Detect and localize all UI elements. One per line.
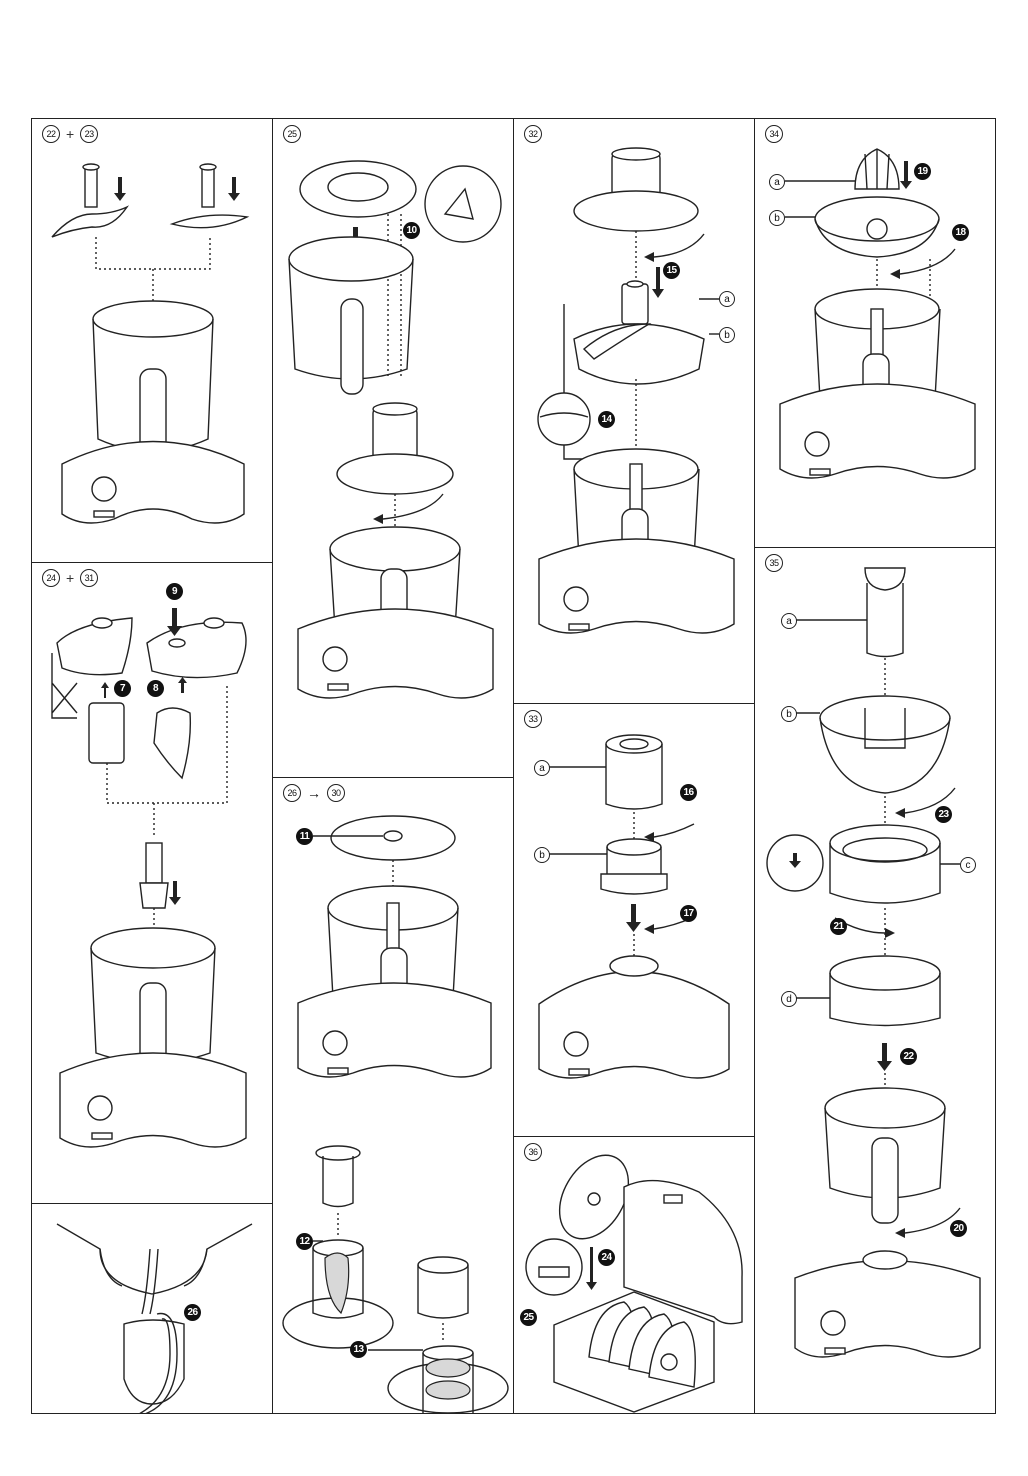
callout-9: 9: [166, 583, 183, 600]
step-number: 22: [42, 125, 60, 143]
panel-label: 32: [524, 125, 542, 143]
part-label-a: a: [534, 760, 550, 776]
callout-20: 20: [950, 1220, 967, 1237]
step-number: 34: [765, 125, 783, 143]
step-number: 23: [80, 125, 99, 143]
panel-24-31: 24 + 31 9 7 8: [31, 562, 273, 1204]
callout-15: 15: [663, 262, 680, 279]
panel-label: 36: [524, 1143, 542, 1161]
lid-and-bowl-drawing: [288, 160, 502, 699]
step-number: 31: [80, 569, 99, 587]
callout-7: 7: [114, 680, 131, 697]
panel-22-23: 22 + 23: [31, 118, 273, 563]
spiralizer-assembly-drawing: [538, 734, 730, 1079]
step-number: 36: [524, 1143, 542, 1161]
callout-26: 26: [184, 1304, 201, 1321]
plus-sign: +: [66, 126, 75, 142]
callout-25: 25: [520, 1309, 537, 1326]
to-arrow: →: [307, 785, 321, 801]
part-label-a: a: [769, 174, 785, 190]
callout-21: 21: [830, 918, 847, 935]
part-label-b: b: [534, 847, 550, 863]
part-label-b: b: [769, 210, 785, 226]
callout-13: 13: [350, 1341, 367, 1358]
part-label-c: c: [960, 857, 976, 873]
panel-cord-storage: 26: [31, 1203, 273, 1414]
plus-sign: +: [66, 570, 75, 586]
panel-label: 33: [524, 710, 542, 728]
panel-33: 33 a b 16 17: [513, 703, 755, 1137]
step-number: 26: [283, 784, 301, 802]
step-number: 25: [283, 125, 301, 143]
blender-attachment-drawing: [51, 608, 247, 1148]
callout-24: 24: [598, 1249, 615, 1266]
plug-icon: [123, 1319, 185, 1405]
disc-storage-box-drawing: [525, 1154, 743, 1413]
slicing-disc-and-pusher-drawing: [282, 815, 509, 1413]
panel-35: 35 a b c d: [754, 547, 996, 1414]
callout-22: 22: [900, 1048, 917, 1065]
part-label-a: a: [781, 613, 797, 629]
step-number: 32: [524, 125, 542, 143]
callout-23: 23: [935, 806, 952, 823]
step-number: 35: [765, 554, 783, 572]
panel-label: 24 + 31: [42, 569, 99, 587]
part-label-d: d: [781, 991, 797, 1007]
callout-19: 19: [914, 163, 931, 180]
part-label-b: b: [781, 706, 797, 722]
panel-label: 34: [765, 125, 783, 143]
detail-magnifier: [424, 165, 502, 243]
panel-36: 36 24 25: [513, 1136, 755, 1414]
step-number: 24: [42, 569, 60, 587]
panel-label: 35: [765, 554, 783, 572]
citrus-press-assembly-drawing: [779, 148, 976, 479]
callout-16: 16: [680, 784, 697, 801]
panel-label: 25: [283, 125, 301, 143]
detail-magnifier: [537, 392, 591, 446]
mini-chopper-assembly-drawing: [537, 147, 735, 634]
dough-tool-icon: [169, 163, 250, 229]
callout-8: 8: [147, 680, 164, 697]
callout-12: 12: [296, 1233, 313, 1250]
juicer-assembly-drawing: [766, 567, 981, 1358]
panel-26-30: 26 → 30 11 12 13: [272, 777, 514, 1414]
step-number: 30: [327, 784, 345, 802]
callout-10: 10: [403, 222, 420, 239]
panel-34: 34 a b 19 18: [754, 118, 996, 548]
panel-label: 26 → 30: [283, 784, 345, 802]
part-label-b: b: [719, 327, 735, 343]
panel-label: 22 + 23: [42, 125, 99, 143]
callout-18: 18: [952, 224, 969, 241]
part-label-a: a: [719, 291, 735, 307]
callout-14: 14: [598, 411, 615, 428]
knife-blade-icon: [51, 163, 130, 238]
step-number: 33: [524, 710, 542, 728]
callout-11: 11: [296, 828, 313, 845]
processor-with-blades-drawing: [51, 163, 250, 524]
callout-17: 17: [680, 905, 697, 922]
panel-32: 32 15 a b 14: [513, 118, 755, 704]
cord-storage-drawing: [56, 1223, 253, 1413]
panel-25: 25 10: [272, 118, 514, 778]
